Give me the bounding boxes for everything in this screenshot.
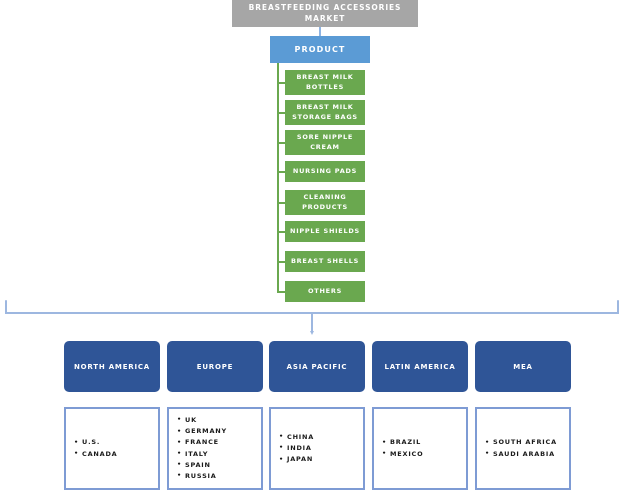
region-header[interactable]: MEA: [475, 341, 571, 392]
country-list-item: SOUTH AFRICA: [485, 437, 557, 448]
root-title-box: BREASTFEEDING ACCESSORIES MARKET: [232, 0, 418, 27]
product-connector-stub: [277, 111, 286, 114]
region-header[interactable]: ASIA PACIFIC: [269, 341, 365, 392]
country-list-item: FRANCE: [177, 437, 227, 448]
product-connector-stub: [277, 170, 286, 173]
product-item[interactable]: BREAST SHELLS: [285, 251, 365, 272]
region-bracket-tick-right: [617, 300, 619, 313]
connector-root-to-segment: [319, 27, 321, 36]
product-connector-spine: [277, 63, 279, 292]
region-bracket-tick-left: [5, 300, 7, 313]
region-header[interactable]: LATIN AMERICA: [372, 341, 468, 392]
country-list-item: JAPAN: [279, 454, 314, 465]
segment-header-product: PRODUCT: [270, 36, 370, 63]
country-list-item: ITALY: [177, 448, 227, 460]
region-country-list: SOUTH AFRICASAUDI ARABIA: [475, 407, 571, 490]
product-item[interactable]: NURSING PADS: [285, 161, 365, 182]
country-list-item: GERMANY: [177, 426, 227, 437]
product-connector-stub: [277, 260, 286, 263]
country-list-item: SPAIN: [177, 459, 227, 471]
region-country-list: CHINAINDIAJAPAN: [269, 407, 365, 490]
region-bracket-stem: [310, 313, 314, 335]
product-connector-stub: [277, 81, 286, 84]
product-connector-stub: [277, 230, 286, 233]
country-list-item: MEXICO: [382, 448, 423, 460]
product-item[interactable]: SORE NIPPLE CREAM: [285, 130, 365, 155]
country-list-item: RUSSIA: [177, 470, 227, 482]
product-connector-stub: [277, 201, 286, 204]
product-item[interactable]: BREAST MILK STORAGE BAGS: [285, 100, 365, 125]
country-list-item: CANADA: [74, 448, 118, 460]
region-header[interactable]: NORTH AMERICA: [64, 341, 160, 392]
product-connector-stub: [277, 141, 286, 144]
country-list-item: U.S.: [74, 437, 118, 448]
product-item[interactable]: BREAST MILK BOTTLES: [285, 70, 365, 95]
region-country-list: UKGERMANYFRANCEITALYSPAINRUSSIA: [167, 407, 263, 490]
product-connector-stub: [277, 290, 286, 293]
country-list-item: CHINA: [279, 431, 314, 443]
region-country-list: BRAZILMEXICO: [372, 407, 468, 490]
region-country-list: U.S.CANADA: [64, 407, 160, 490]
country-list-item: BRAZIL: [382, 437, 423, 448]
country-list-item: SAUDI ARABIA: [485, 448, 557, 460]
country-list-item: UK: [177, 414, 227, 426]
product-item[interactable]: NIPPLE SHIELDS: [285, 221, 365, 242]
country-list-item: INDIA: [279, 442, 314, 454]
region-header[interactable]: EUROPE: [167, 341, 263, 392]
product-item[interactable]: CLEANING PRODUCTS: [285, 190, 365, 215]
product-item[interactable]: OTHERS: [285, 281, 365, 302]
